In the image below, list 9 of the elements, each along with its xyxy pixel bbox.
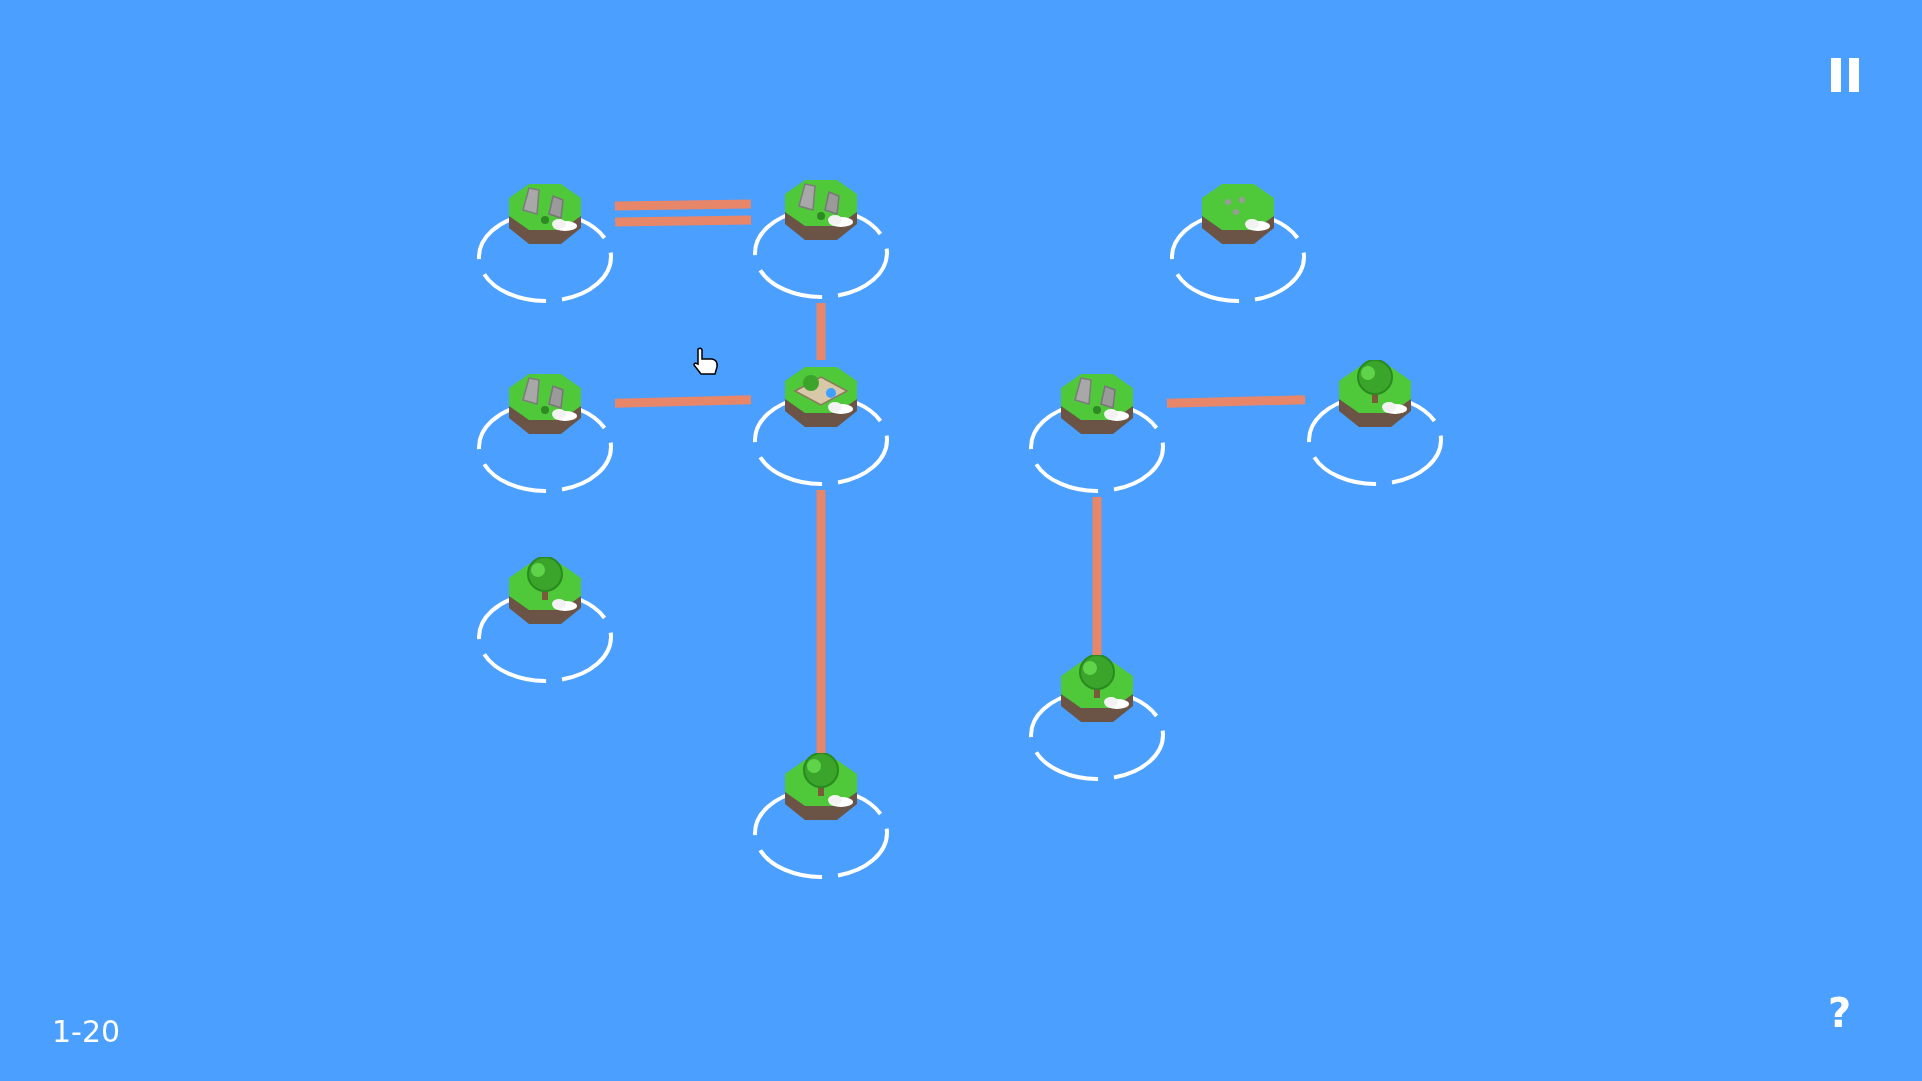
bridge bbox=[816, 303, 826, 360]
bridge bbox=[615, 215, 752, 227]
bridge bbox=[614, 199, 751, 211]
help-text: ? bbox=[1828, 990, 1852, 1036]
bridge bbox=[1166, 395, 1306, 408]
bridge bbox=[1092, 497, 1102, 655]
level-number: 1-20 bbox=[52, 1014, 121, 1049]
bridge bbox=[816, 490, 826, 753]
bridge bbox=[614, 395, 752, 408]
